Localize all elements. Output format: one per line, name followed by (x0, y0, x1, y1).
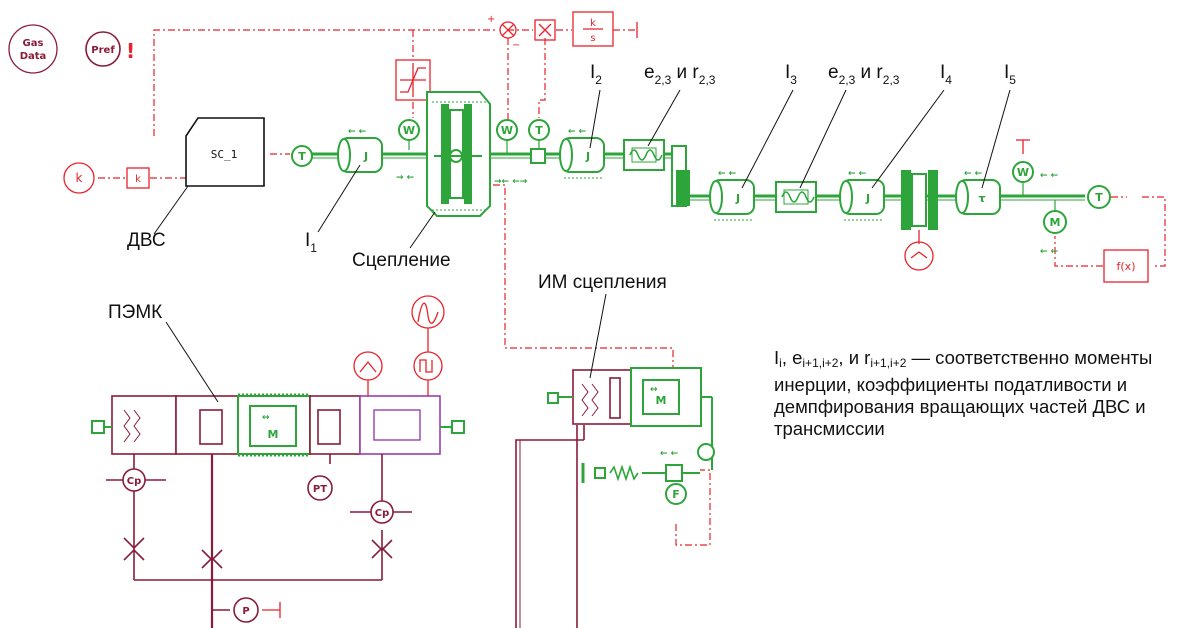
gas-data-line1: Gas (23, 38, 44, 49)
svg-text:τ: τ (978, 192, 985, 205)
gain-k-block[interactable]: k (127, 168, 149, 188)
svg-text:I4: I4 (940, 62, 952, 87)
engine-block-label: SC_1 (211, 148, 238, 161)
pt-sensor[interactable]: PT (308, 476, 332, 500)
integrator-numerator: k (590, 18, 596, 29)
signal-source-pulse[interactable] (414, 328, 442, 396)
svg-text:e2,3 и r2,3: e2,3 и r2,3 (828, 62, 900, 87)
constant-k-label: k (76, 171, 83, 185)
gas-data-line2: Data (20, 51, 47, 62)
speed-sensor-w1[interactable]: W (399, 120, 419, 150)
svg-text:← ←: ← ← (568, 127, 587, 137)
spring-damper-2[interactable] (776, 182, 816, 212)
function-label: f(x) (1117, 260, 1136, 273)
integrator-denominator: s (590, 33, 595, 44)
svg-text:−: − (512, 40, 520, 51)
svg-text:J: J (585, 150, 590, 163)
pemk-pneumatic-lines (134, 454, 382, 628)
brake[interactable] (901, 170, 938, 270)
label-inertia-5: I5 (982, 62, 1016, 188)
function-block[interactable]: f(x) (1104, 250, 1148, 282)
svg-text:M: M (656, 394, 667, 407)
svg-text:← ←: ← ← (348, 127, 367, 137)
torque-sensor-input[interactable]: T (292, 146, 312, 166)
svg-text:I1: I1 (305, 230, 317, 255)
svg-text:← ←: ← ← (718, 169, 737, 179)
clutch-actuator-spring[interactable]: F ← ← (583, 444, 714, 504)
torque-sensor-output-t[interactable]: T (1088, 186, 1110, 208)
pemk-assembly[interactable]: M ↔ (92, 395, 464, 455)
svg-text:I5: I5 (1004, 62, 1016, 87)
pref-label: Pref (91, 45, 115, 56)
svg-text:T: T (535, 124, 543, 137)
label-pemk: ПЭМК (108, 302, 162, 323)
svg-text:T: T (298, 150, 306, 163)
svg-text:↔: ↔ (650, 385, 658, 395)
svg-text:M: M (268, 428, 279, 441)
svg-text:↔: ↔ (262, 413, 270, 423)
svg-text:M: M (1050, 216, 1061, 229)
constant-k-source[interactable]: k (64, 163, 94, 193)
arrows-clutch: →← ←→ (494, 177, 528, 187)
svg-text:W: W (403, 124, 415, 137)
speed-sensor-w2[interactable]: W (497, 120, 517, 154)
pressure-source-2[interactable]: Cp (350, 454, 412, 523)
label-compliance-a: e2,3 и r2,3 (644, 62, 716, 146)
svg-text:W: W (1017, 166, 1029, 179)
saturation-block[interactable] (396, 60, 430, 100)
clutch-assembly[interactable] (427, 92, 490, 216)
pref-warning-mark: ! (126, 39, 135, 63)
speed-sensor-w3[interactable]: W (1013, 140, 1033, 196)
gain-k-label: k (135, 174, 141, 185)
svg-text:I2: I2 (590, 62, 602, 87)
svg-text:I3: I3 (785, 62, 797, 87)
svg-text:← ←: ← ← (660, 449, 679, 459)
svg-text:J: J (735, 192, 740, 205)
svg-text:Cp: Cp (375, 508, 390, 519)
svg-text:J: J (865, 192, 870, 205)
svg-text:← ←: ← ← (848, 169, 867, 179)
svg-text:J: J (363, 150, 368, 163)
sum-junction[interactable]: + − (487, 14, 520, 51)
svg-text:F: F (672, 488, 680, 501)
svg-text:+: + (487, 14, 495, 25)
gear-reducer[interactable] (672, 146, 690, 206)
label-inertia-2: I2 (590, 62, 602, 148)
engine-block-sc1[interactable]: SC_1 (186, 118, 264, 186)
label-inertia-3: I3 (742, 62, 797, 188)
pref-icon[interactable]: Pref ! (86, 32, 135, 66)
svg-text:← ←: ← ← (1040, 247, 1059, 257)
svg-text:PT: PT (313, 484, 327, 495)
svg-text:e2,3 и r2,3: e2,3 и r2,3 (644, 62, 716, 87)
torque-sensor-output-m[interactable]: M (1044, 200, 1066, 233)
pressure-source-1[interactable]: Cp (106, 469, 166, 491)
label-clutch: Сцепление (352, 250, 451, 271)
spring-damper-1[interactable] (624, 140, 664, 170)
svg-text:T: T (1095, 191, 1103, 204)
svg-text:← ←: ← ← (1040, 171, 1059, 181)
label-clutch-actuator: ИМ сцепления (538, 272, 667, 293)
torque-sensor-clutch[interactable]: T (529, 120, 549, 163)
inertia-j2[interactable]: J ← ← (560, 127, 604, 178)
multiplier-block[interactable] (535, 20, 555, 40)
svg-text:→ ←: → ← (396, 173, 415, 183)
label-engine: ДВС (127, 230, 166, 251)
signal-source-curve[interactable] (412, 296, 444, 328)
integrator-block[interactable]: k s (573, 12, 613, 46)
svg-text:P: P (242, 606, 249, 617)
gas-data-icon[interactable]: Gas Data (9, 25, 57, 73)
svg-text:W: W (501, 124, 513, 137)
svg-text:Cp: Cp (127, 476, 142, 487)
label-inertia-1: I1 (305, 165, 360, 255)
svg-text:← ←: ← ← (964, 169, 983, 179)
legend-note: Ii, ei+1,i+2, и ri+1,i+2 — соответственн… (774, 347, 1179, 440)
signal-source-ramp[interactable] (354, 352, 382, 396)
inertia-j5[interactable]: τ ← ← (956, 169, 1000, 214)
inertia-j4[interactable]: J ← ← (840, 169, 884, 220)
